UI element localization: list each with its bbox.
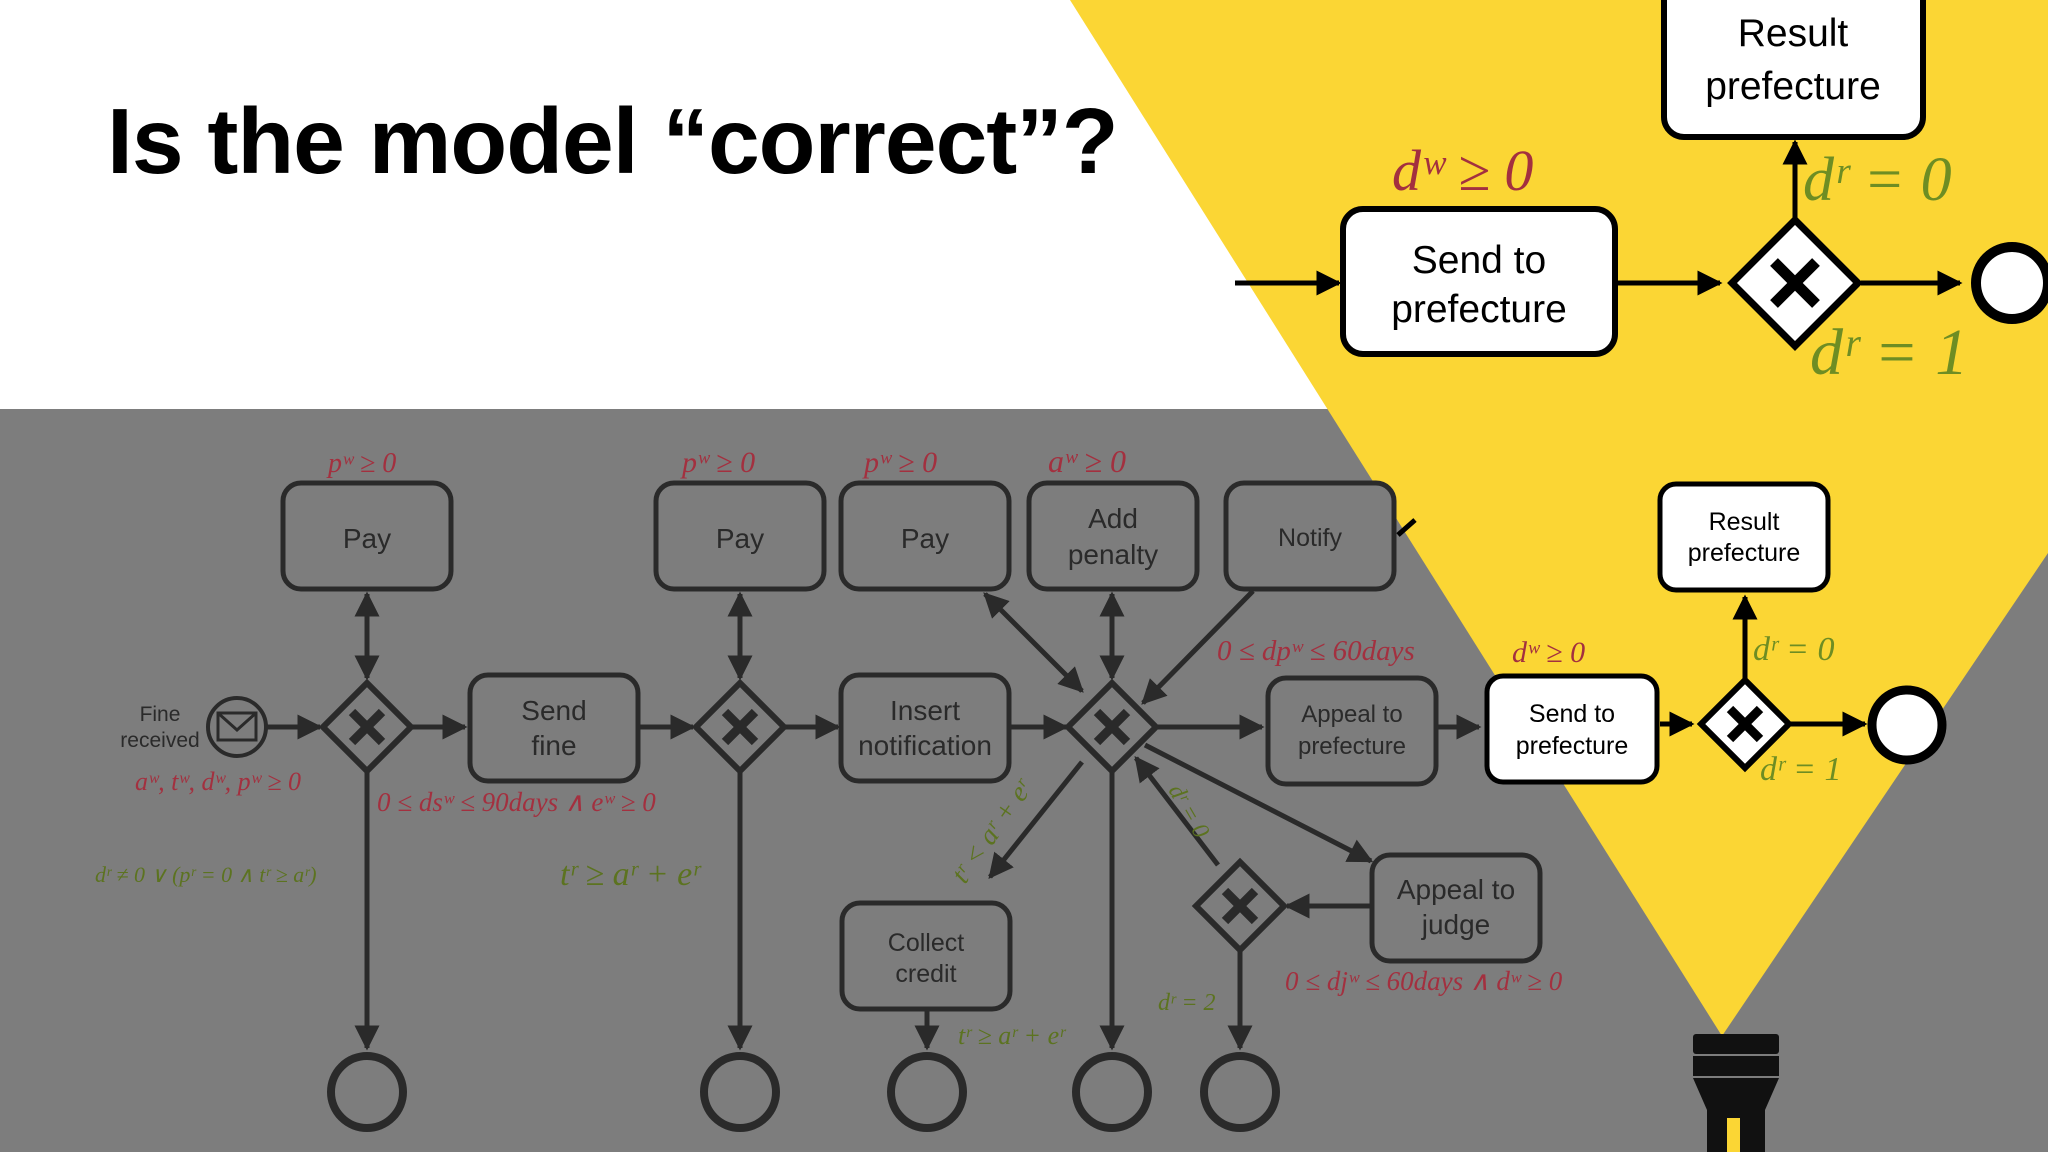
small-end-event [1867, 685, 1947, 765]
task-appeal-prefecture [1265, 675, 1439, 787]
label-appeal-prefecture-1: Appeal to [1301, 701, 1402, 728]
cond-end1-guard: dʳ ≠ 0 ∨ (pʳ = 0 ∧ tʳ ≥ aʳ) [95, 862, 317, 887]
label-pay-2: Pay [716, 523, 764, 554]
end-event-4 [1072, 1052, 1152, 1132]
zoom-cond-send: dʷ ≥ 0 [1392, 138, 1533, 203]
cond-end2-guard: tʳ ≥ aʳ + eʳ [560, 856, 702, 893]
cond-end5-guard: dʳ = 2 [1158, 990, 1216, 1016]
label-insert-notification-2: notification [858, 730, 992, 761]
task-pay-1 [280, 480, 454, 592]
label-collect-credit-2: credit [895, 960, 956, 988]
small-send-prefecture-1: Send to [1529, 700, 1615, 728]
task-notify [1223, 480, 1397, 592]
label-start-2: received [120, 729, 199, 752]
label-pay-3: Pay [901, 523, 949, 554]
end-event-3 [887, 1052, 967, 1132]
task-send-fine [467, 672, 641, 784]
label-start-1: Fine [140, 703, 181, 726]
zoom-result-prefecture-1: Result [1738, 12, 1849, 55]
cond-notify-guard: 0 ≤ dpʷ ≤ 60days [1217, 635, 1415, 667]
cond-pay-1: pʷ ≥ 0 [326, 448, 396, 479]
label-send-fine-1: Send [521, 695, 586, 726]
small-cond-result: dʳ = 0 [1753, 631, 1835, 668]
zoom-result-prefecture-2: prefecture [1705, 65, 1881, 108]
gateway-x-icon [348, 708, 1259, 925]
small-cond-send: dʷ ≥ 0 [1512, 636, 1585, 669]
zoom-result-prefecture [1661, 0, 1926, 140]
task-appeal-judge [1369, 852, 1543, 964]
small-send-prefecture [1484, 673, 1660, 785]
small-result-prefecture-1: Result [1709, 508, 1780, 536]
zoom-send-prefecture-1: Send to [1412, 239, 1546, 282]
task-pay-3 [838, 480, 1012, 592]
label-appeal-judge-1: Appeal to [1397, 874, 1515, 905]
end-event-1 [327, 1052, 407, 1132]
label-appeal-prefecture-2: prefecture [1298, 733, 1406, 760]
label-insert-notification-1: Insert [890, 695, 960, 726]
flashlight-icon [1693, 1034, 1779, 1152]
label-add-penalty-2: penalty [1068, 539, 1158, 570]
small-result-prefecture-2: prefecture [1688, 539, 1801, 567]
task-insert-notification [838, 672, 1012, 784]
task-collect-credit [839, 900, 1013, 1012]
label-appeal-judge-2: judge [1421, 909, 1491, 940]
cond-start: aʷ, tʷ, dʷ, pʷ ≥ 0 [135, 767, 301, 796]
small-cond-end: dʳ = 1 [1760, 751, 1842, 788]
gateway-x-icon [1770, 258, 1820, 308]
cond-send-fine-out: 0 ≤ dsʷ ≤ 90days ∧ eʷ ≥ 0 [377, 787, 656, 817]
label-collect-credit-1: Collect [888, 929, 964, 957]
task-pay-2 [653, 480, 827, 592]
label-add-penalty-1: Add [1088, 503, 1138, 534]
label-notify: Notify [1278, 524, 1342, 552]
cond-end4-guard: tʳ ≥ aʳ + eʳ [958, 1021, 1067, 1050]
end-event-2 [700, 1052, 780, 1132]
small-send-prefecture-2: prefecture [1516, 732, 1629, 760]
zoom-send-prefecture-2: prefecture [1391, 288, 1567, 331]
gateway-x-icon [1726, 705, 1764, 743]
cond-judge-out: 0 ≤ djʷ ≤ 60days ∧ dʷ ≥ 0 [1285, 966, 1563, 996]
envelope-icon [216, 711, 258, 742]
label-send-fine-2: fine [531, 730, 576, 761]
zoom-cond-end: dʳ = 1 [1810, 316, 1968, 389]
end-event-5 [1200, 1052, 1280, 1132]
flashlight-switch [1727, 1118, 1740, 1152]
cond-add-penalty: aʷ ≥ 0 [1048, 443, 1126, 479]
zoom-send-prefecture [1340, 206, 1618, 357]
zoom-cond-result: dʳ = 0 [1803, 146, 1952, 214]
task-add-penalty [1026, 480, 1200, 592]
cond-pay-2: pʷ ≥ 0 [680, 446, 755, 479]
zoom-end-event [1971, 242, 2048, 324]
small-result-prefecture [1657, 481, 1831, 593]
cond-pay-3: pʷ ≥ 0 [862, 446, 937, 479]
label-pay-1: Pay [343, 523, 391, 554]
slide-title: Is the model “correct”? [107, 89, 1119, 193]
